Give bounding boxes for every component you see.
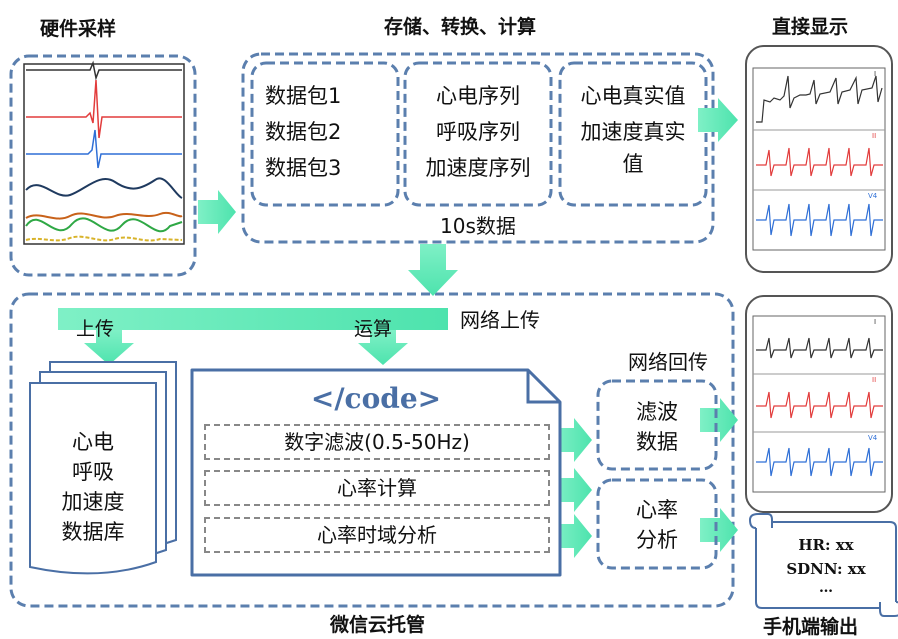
scroll-output	[748, 513, 898, 617]
scroll-hr: HR: xx	[798, 536, 854, 554]
step-hr-calc: 心率计算	[204, 470, 550, 506]
lead-top-1: I	[874, 70, 877, 78]
step-hr-time-analysis: 心率时域分析	[204, 517, 550, 553]
return-network-label: 网络回传	[628, 350, 708, 374]
db-accel: 加速度	[61, 490, 125, 514]
arrow-hrv-out	[555, 514, 592, 558]
packet-3: 数据包3	[265, 156, 342, 180]
packets-box	[250, 61, 400, 207]
hardware-signals	[23, 60, 185, 245]
hr-analysis-line2: 分析	[636, 528, 678, 552]
title-mobile-output: 手机端输出	[763, 616, 859, 638]
filtered-line2: 数据	[636, 430, 678, 454]
lead-top-2: II	[872, 132, 877, 140]
code-document-fold	[526, 370, 560, 404]
packet-2: 数据包2	[265, 120, 342, 144]
scroll-sdnn: SDNN: xx	[786, 560, 866, 578]
database-docs	[29, 361, 177, 575]
upload-band	[58, 308, 448, 330]
wechat-box	[9, 292, 735, 608]
realvalue-box	[558, 61, 708, 207]
db-database: 数据库	[61, 520, 125, 544]
code-title: </code>	[310, 382, 442, 415]
title-direct-display: 直接显示	[772, 16, 849, 38]
arrow-return-phone	[700, 398, 738, 442]
lead-bottom-2: II	[872, 376, 877, 384]
arrow-storage-to-display	[698, 98, 738, 142]
scroll-more: …	[819, 580, 833, 596]
step-filter: 数字滤波(0.5-50Hz)	[204, 424, 550, 460]
filtered-box	[596, 379, 718, 471]
hr-analysis-line1: 心率	[636, 498, 678, 522]
db-resp: 呼吸	[72, 460, 114, 484]
ten-second-data: 10s数据	[440, 214, 516, 238]
arrow-filter-out	[555, 418, 592, 462]
arrow-hw-to-storage	[198, 190, 236, 234]
arrow-hr-out	[555, 468, 592, 512]
hardware-box	[9, 54, 197, 277]
real-value-line2: 加速度真实	[580, 120, 686, 144]
phone-bottom	[745, 295, 893, 513]
sequence-accel: 加速度序列	[425, 156, 531, 180]
real-value-line1: 心电真实值	[580, 84, 686, 108]
packet-1: 数据包1	[265, 84, 342, 108]
sequences-box	[403, 61, 553, 207]
compute-label: 运算	[354, 318, 393, 340]
title-storage: 存储、转换、计算	[384, 16, 537, 38]
lead-top-3: V4	[868, 192, 878, 200]
sequence-ecg: 心电序列	[436, 84, 520, 108]
arrow-compute	[358, 330, 408, 365]
arrow-upload	[84, 330, 134, 365]
real-value-line3: 值	[622, 152, 644, 176]
storage-box	[241, 52, 715, 244]
lead-bottom-1: I	[874, 318, 877, 326]
lead-bottom-3: V4	[868, 434, 878, 442]
db-ecg: 心电	[72, 430, 114, 454]
hr-analysis-box	[596, 478, 718, 570]
title-wechat-cloud: 微信云托管	[330, 614, 426, 636]
upload-label: 上传	[76, 318, 115, 340]
arrow-to-scroll	[700, 508, 738, 552]
arrow-down-to-cloud	[408, 244, 458, 296]
upload-network-label: 网络上传	[460, 308, 540, 332]
filtered-line1: 滤波	[636, 400, 678, 424]
title-hardware: 硬件采样	[40, 18, 117, 40]
sequence-resp: 呼吸序列	[436, 120, 520, 144]
phone-top	[745, 45, 893, 273]
